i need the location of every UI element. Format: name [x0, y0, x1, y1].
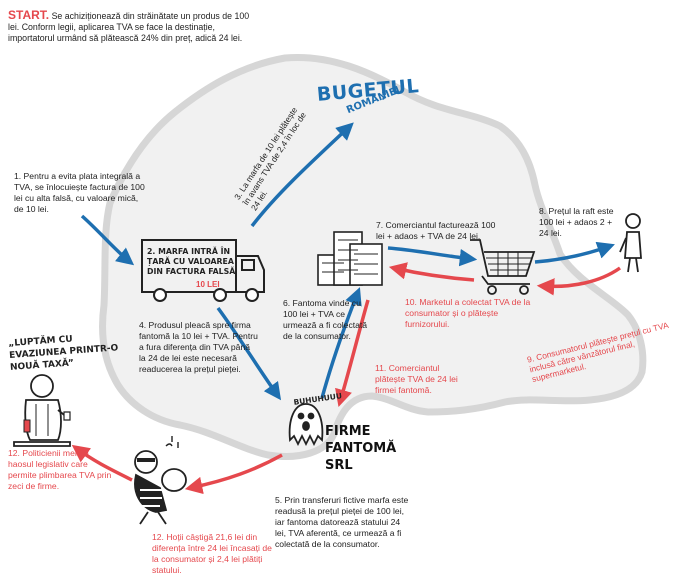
- step-2-text: 2. MARFA INTRĂ ÎN ȚARĂ CU VALOAREA DIN F…: [147, 247, 236, 276]
- arrow-to-thief: [184, 453, 283, 495]
- step-6-text: 6. Fantoma vinde cu 100 lei + TVA ce urm…: [283, 298, 368, 341]
- step-7-text: 7. Comerciantul facturează 100 lei + ada…: [376, 220, 496, 241]
- ghost-firm-label: FIRME FANTOMĂ SRL: [325, 423, 396, 474]
- step-2-price: 10 LEI: [196, 280, 220, 289]
- consumer-icon: [619, 213, 642, 273]
- arrow-6-to-warehouse: [320, 287, 362, 399]
- step-12-thieves-text: 12. Hoții câștigă 21,6 lei din diferența…: [152, 532, 272, 575]
- thief-icon: [134, 436, 187, 525]
- step-4-text: 4. Produsul pleacă spre firma fantomă la…: [139, 320, 258, 374]
- step-10-text: 10. Marketul a colectat TVA de la consum…: [405, 297, 531, 329]
- arrow-7-to-cart: [387, 246, 478, 267]
- arrow-3-to-budget: [250, 122, 354, 228]
- step-12-politicians-text: 12. Politicienii mențin haosul legislati…: [8, 448, 112, 491]
- step-8-text: 8. Prețul la raft este 100 lei + adaos 2…: [539, 206, 614, 238]
- ghost-icon: [288, 403, 324, 447]
- politician-icon: [13, 374, 71, 447]
- politician-quote: „LUPTĂM CU EVAZIUNEA PRINTR-O NOUĂ TAXĂ”: [8, 334, 119, 373]
- step-1-text: 1. Pentru a evita plata integrală a TVA,…: [14, 171, 145, 214]
- arrow-10-to-merchant: [388, 262, 475, 282]
- ghost-firm-line-1: FIRME: [325, 424, 371, 439]
- ghost-firm-line-2: FANTOMĂ: [325, 441, 397, 456]
- shopping-cart-icon: [470, 239, 536, 295]
- arrow-4-to-ghost: [216, 306, 282, 401]
- arrow-11-to-ghost: [335, 299, 370, 408]
- start-description: Se achiziționează din străinătate un pro…: [8, 11, 250, 43]
- arrow-9-to-market: [536, 266, 622, 296]
- truck-icon: [141, 239, 265, 302]
- start-text: START. Se achiziționează din străinătate…: [8, 8, 258, 44]
- step-11-text: 11. Comerciantul plătește TVA de 24 lei …: [375, 363, 458, 395]
- ghost-firm-line-3: SRL: [325, 458, 353, 473]
- start-label: START.: [8, 8, 50, 22]
- arrow-to-politician: [71, 444, 133, 482]
- arrow-8-to-consumer: [534, 241, 615, 264]
- step-5-text: 5. Prin transferuri fictive marfa este r…: [275, 495, 409, 549]
- warehouse-icon: [317, 231, 383, 286]
- arrow-1-to-truck: [80, 214, 135, 266]
